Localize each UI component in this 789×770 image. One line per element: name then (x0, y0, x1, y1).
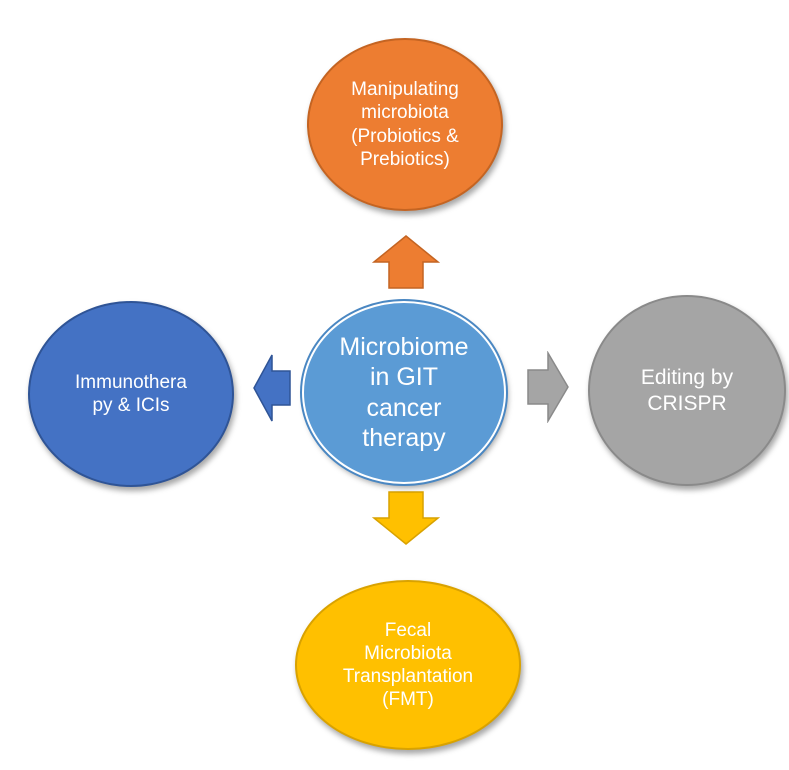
node-bottom-label: Fecal Microbiota Transplantation (FMT) (342, 619, 474, 711)
arrow-down-icon (372, 491, 440, 545)
node-center-label: Microbiome in GIT cancer therapy (339, 332, 469, 453)
node-right-label: Editing by CRISPR (640, 365, 734, 415)
node-immunotherapy: Immunothera py & ICIs (28, 301, 234, 487)
node-crispr-editing: Editing by CRISPR (588, 295, 786, 486)
node-top-label: Manipulating microbiota (Probiotics & Pr… (351, 79, 459, 170)
arrow-right-icon (527, 351, 569, 423)
node-left-label: Immunothera py & ICIs (75, 371, 187, 416)
arrow-left-icon (253, 354, 291, 422)
node-center-microbiome: Microbiome in GIT cancer therapy (302, 301, 506, 484)
node-manipulating-microbiota: Manipulating microbiota (Probiotics & Pr… (307, 38, 503, 211)
node-fmt: Fecal Microbiota Transplantation (FMT) (295, 580, 521, 750)
arrow-up-icon (372, 235, 440, 289)
